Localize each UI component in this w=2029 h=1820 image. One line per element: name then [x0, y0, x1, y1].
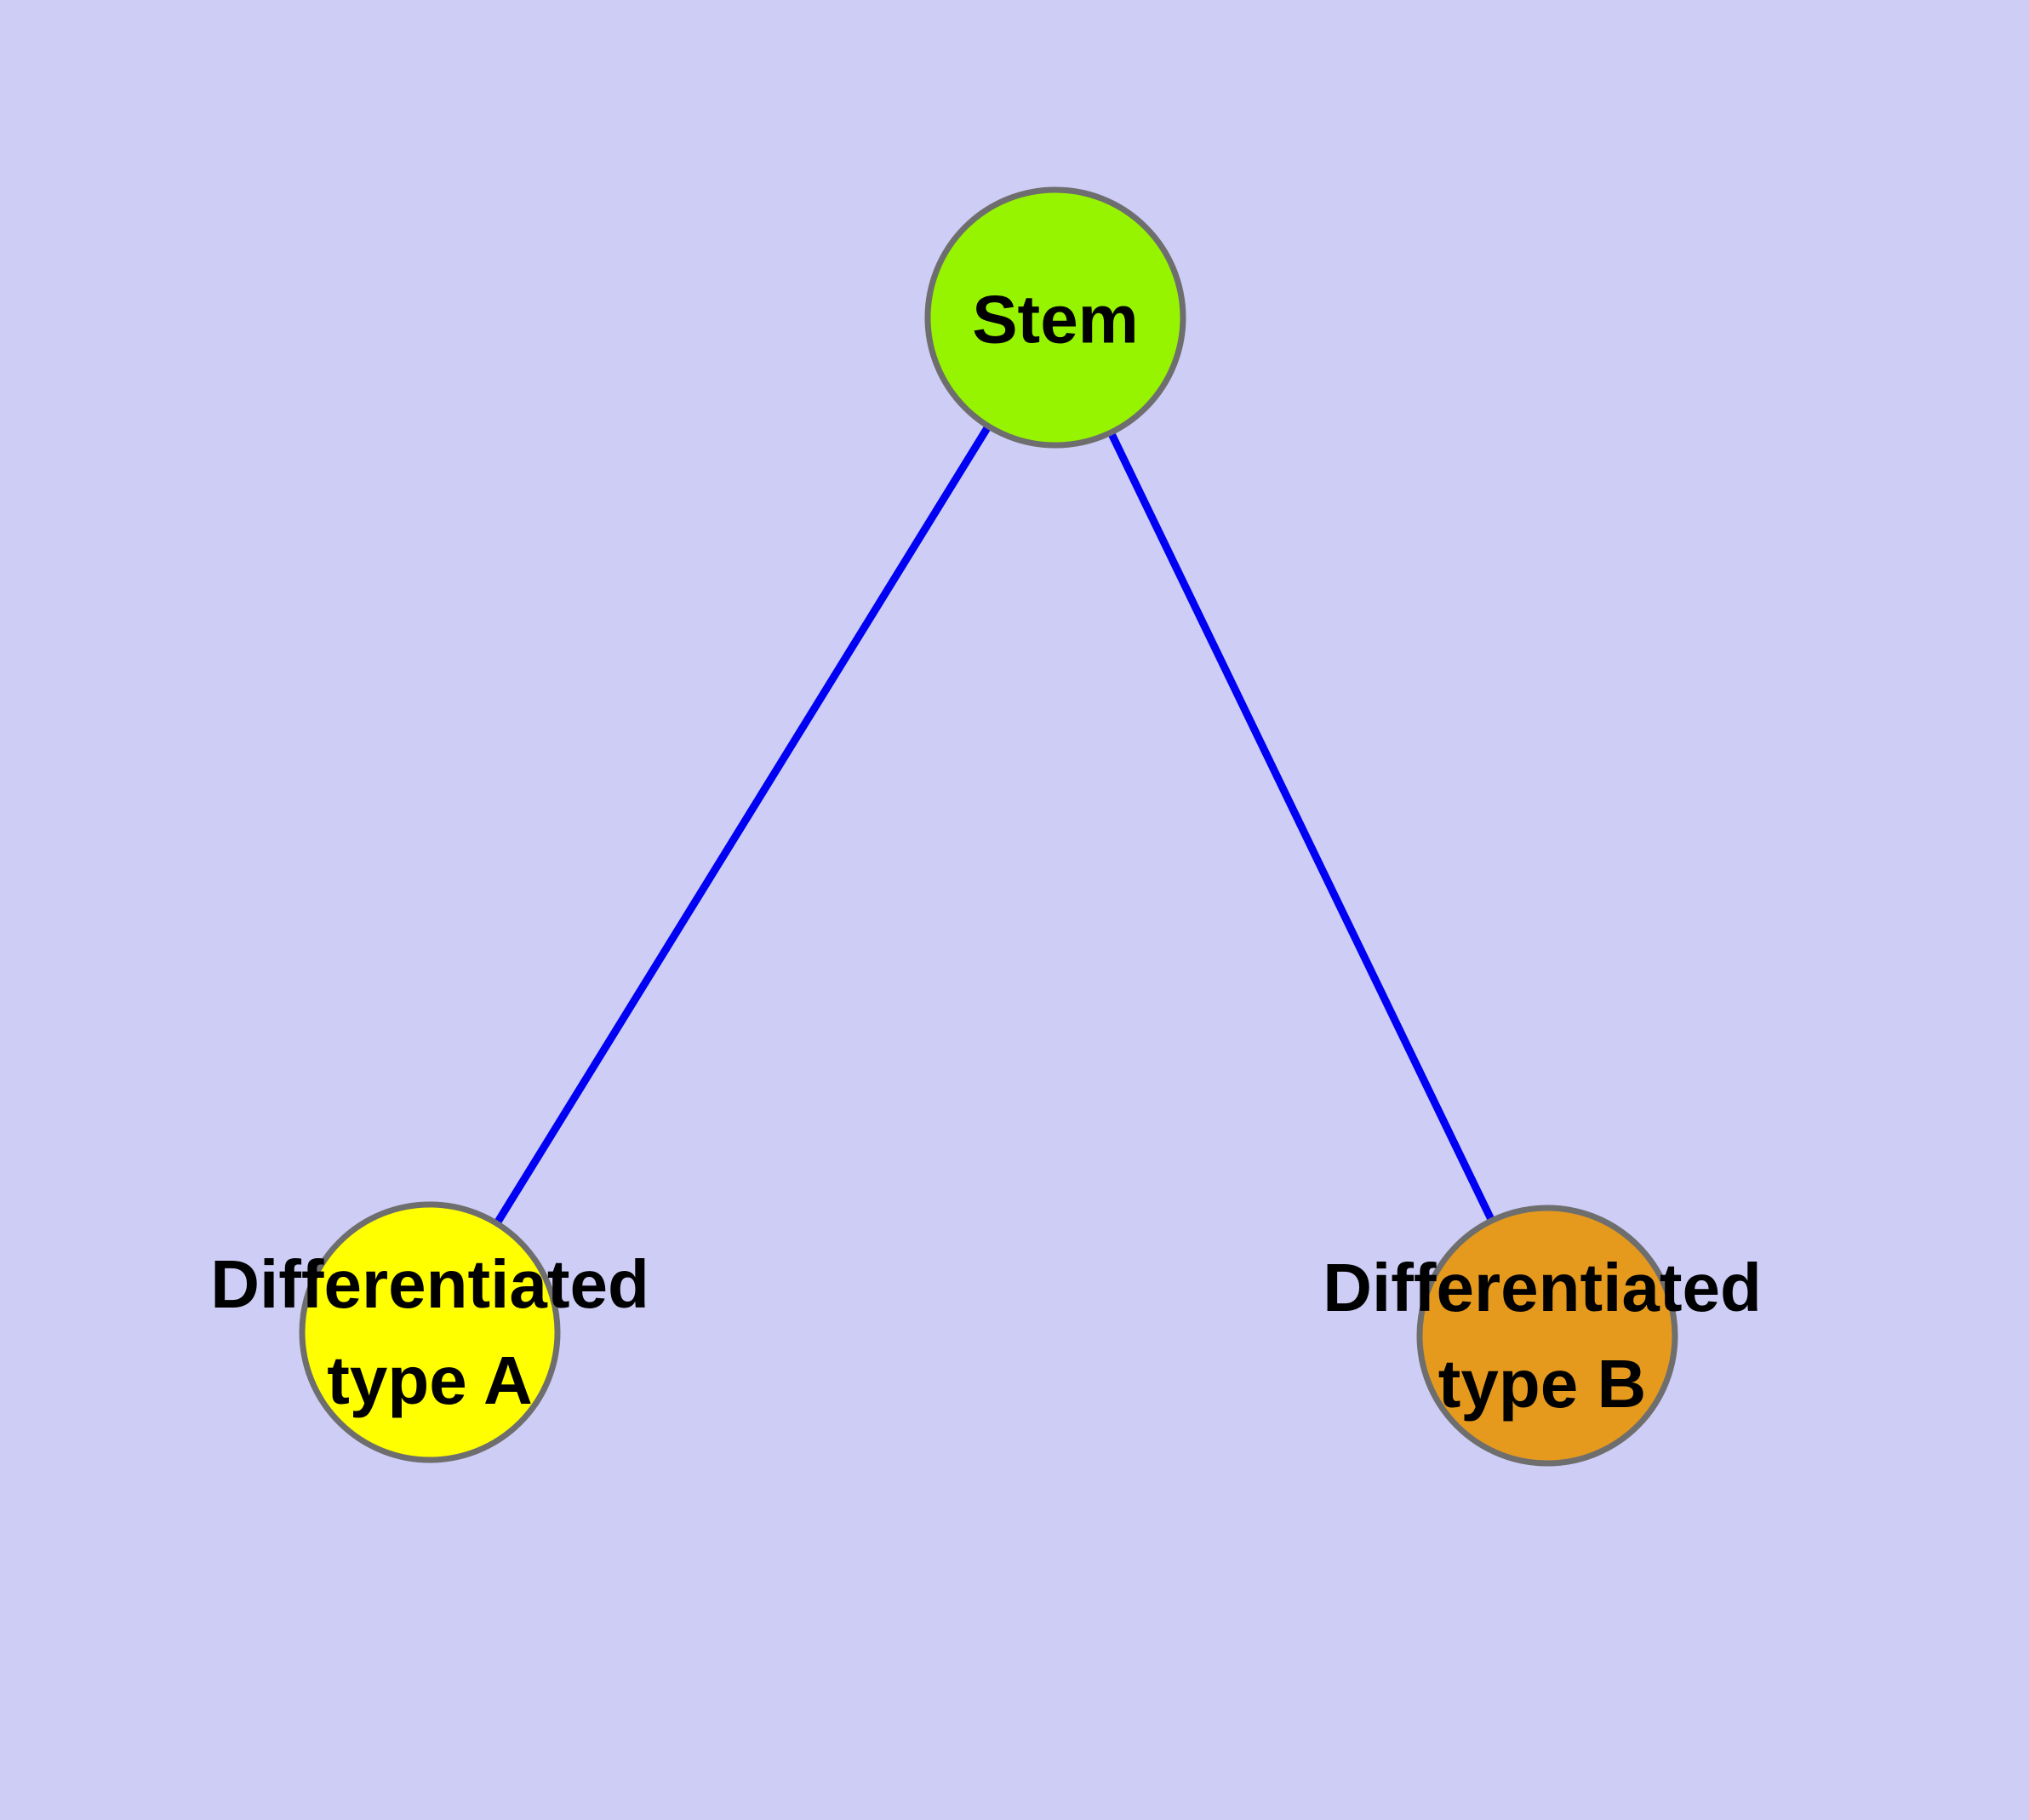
node-type-b-circle	[1416, 1205, 1678, 1467]
node-type-a-circle	[299, 1201, 561, 1463]
edge-stem-to-type-b	[1051, 316, 1552, 1337]
node-stem-circle	[924, 186, 1186, 449]
edge-stem-to-type-a	[426, 315, 1059, 1335]
